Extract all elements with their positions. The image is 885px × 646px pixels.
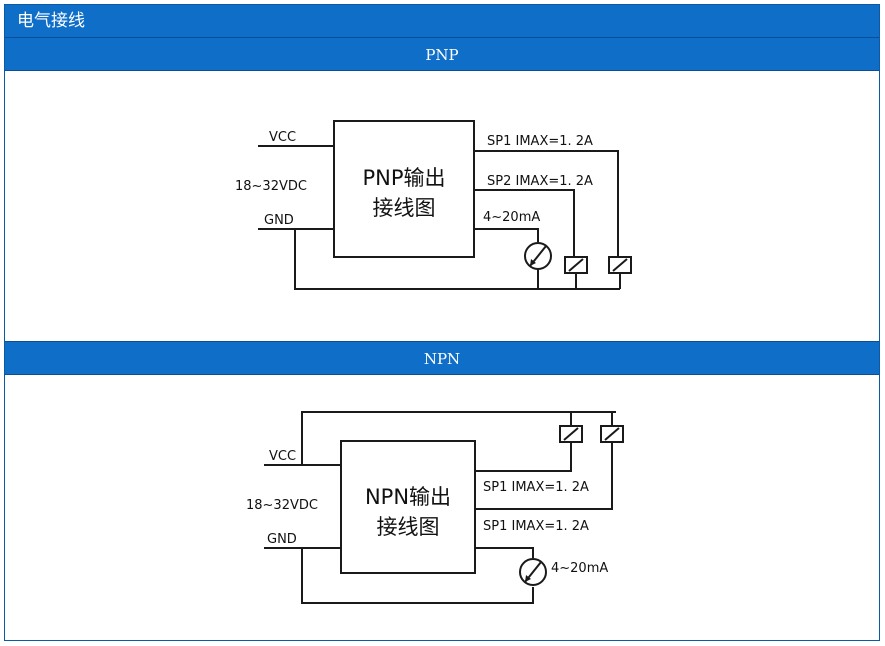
pnp-sp2-wire	[474, 189, 575, 257]
npn-section-header: NPN	[5, 341, 879, 375]
pnp-section-header: PNP	[5, 37, 879, 71]
npn-box-subtitle: 接线图	[377, 515, 440, 539]
pnp-box-subtitle: 接线图	[373, 196, 436, 220]
npn-supply-bus	[301, 411, 616, 465]
npn-supply-label: 18~32VDC	[246, 498, 318, 513]
pnp-sp1-label: SP1 IMAX=1. 2A	[487, 134, 593, 149]
npn-section: VCC 18~32VDC GND NPN输出 接线图 SP1 IMAX=1. 2…	[5, 375, 879, 640]
npn-return-wire	[301, 548, 534, 604]
npn-sp1-label: SP1 IMAX=1. 2A	[483, 480, 589, 495]
pnp-analog-label: 4~20mA	[483, 210, 540, 225]
npn-gnd-label: GND	[267, 532, 297, 547]
npn-sp1-wire	[475, 442, 572, 472]
wiring-panel: 电气接线 PNP	[4, 4, 880, 641]
npn-sp2-label: SP1 IMAX=1. 2A	[483, 519, 589, 534]
pnp-section: VCC 18~32VDC GND PNP输出 接线图 SP1 IMAX=1. 2…	[5, 71, 879, 341]
pnp-vcc-label: VCC	[269, 130, 296, 145]
pnp-sp2-label: SP2 IMAX=1. 2A	[487, 174, 593, 189]
page-title: 电气接线	[5, 5, 879, 37]
npn-analog-wire	[475, 547, 534, 558]
pnp-wiring-diagram: VCC 18~32VDC GND PNP输出 接线图 SP1 IMAX=1. 2…	[235, 120, 632, 290]
pnp-box-title: PNP输出	[362, 166, 445, 190]
npn-wiring-diagram: VCC 18~32VDC GND NPN输出 接线图 SP1 IMAX=1. 2…	[246, 411, 624, 604]
pnp-sp1-wire	[474, 150, 619, 257]
pnp-meter	[524, 242, 552, 270]
npn-analog-label: 4~20mA	[551, 561, 608, 576]
pnp-analog-wire	[474, 228, 539, 242]
npn-vcc-label: VCC	[269, 449, 296, 464]
npn-box-title: NPN输出	[365, 485, 451, 509]
pnp-gnd-label: GND	[264, 213, 294, 228]
npn-meter	[519, 558, 547, 586]
pnp-return-wire	[294, 229, 620, 290]
npn-box	[340, 440, 476, 574]
pnp-supply-label: 18~32VDC	[235, 179, 307, 194]
npn-sp2-wire	[475, 442, 613, 510]
